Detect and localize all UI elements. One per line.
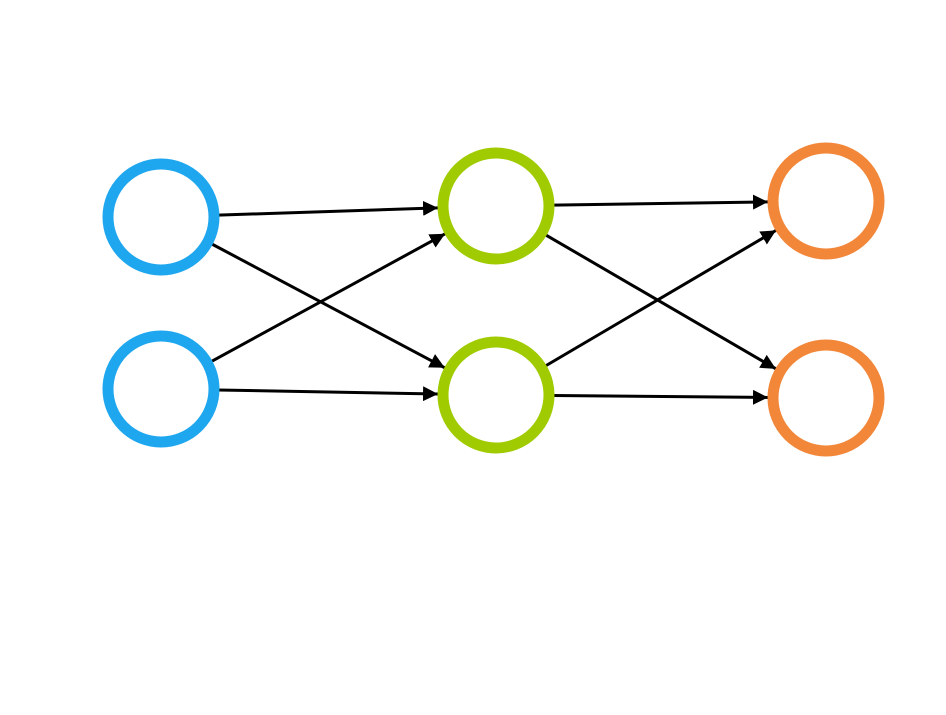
- edge-input-1-to-hidden-1: [217, 200, 439, 217]
- node-output-1: [767, 142, 885, 260]
- edge-input-1-to-hidden-2: [210, 242, 446, 370]
- nodes: [102, 142, 885, 457]
- edge-hidden-1-to-output-1: [552, 194, 769, 210]
- node-input-2: [102, 330, 220, 448]
- edge-hidden-1-to-output-2: [544, 233, 777, 371]
- node-input-1: [102, 158, 220, 276]
- node-output-2: [767, 339, 885, 457]
- edge-hidden-2-to-output-1: [544, 229, 777, 368]
- edges: [210, 194, 777, 405]
- node-hidden-1: [437, 147, 555, 265]
- edge-input-2-to-hidden-1: [210, 232, 446, 363]
- edge-input-2-to-hidden-2: [217, 386, 439, 402]
- node-hidden-2: [437, 336, 555, 454]
- edge-hidden-2-to-output-2: [552, 389, 769, 405]
